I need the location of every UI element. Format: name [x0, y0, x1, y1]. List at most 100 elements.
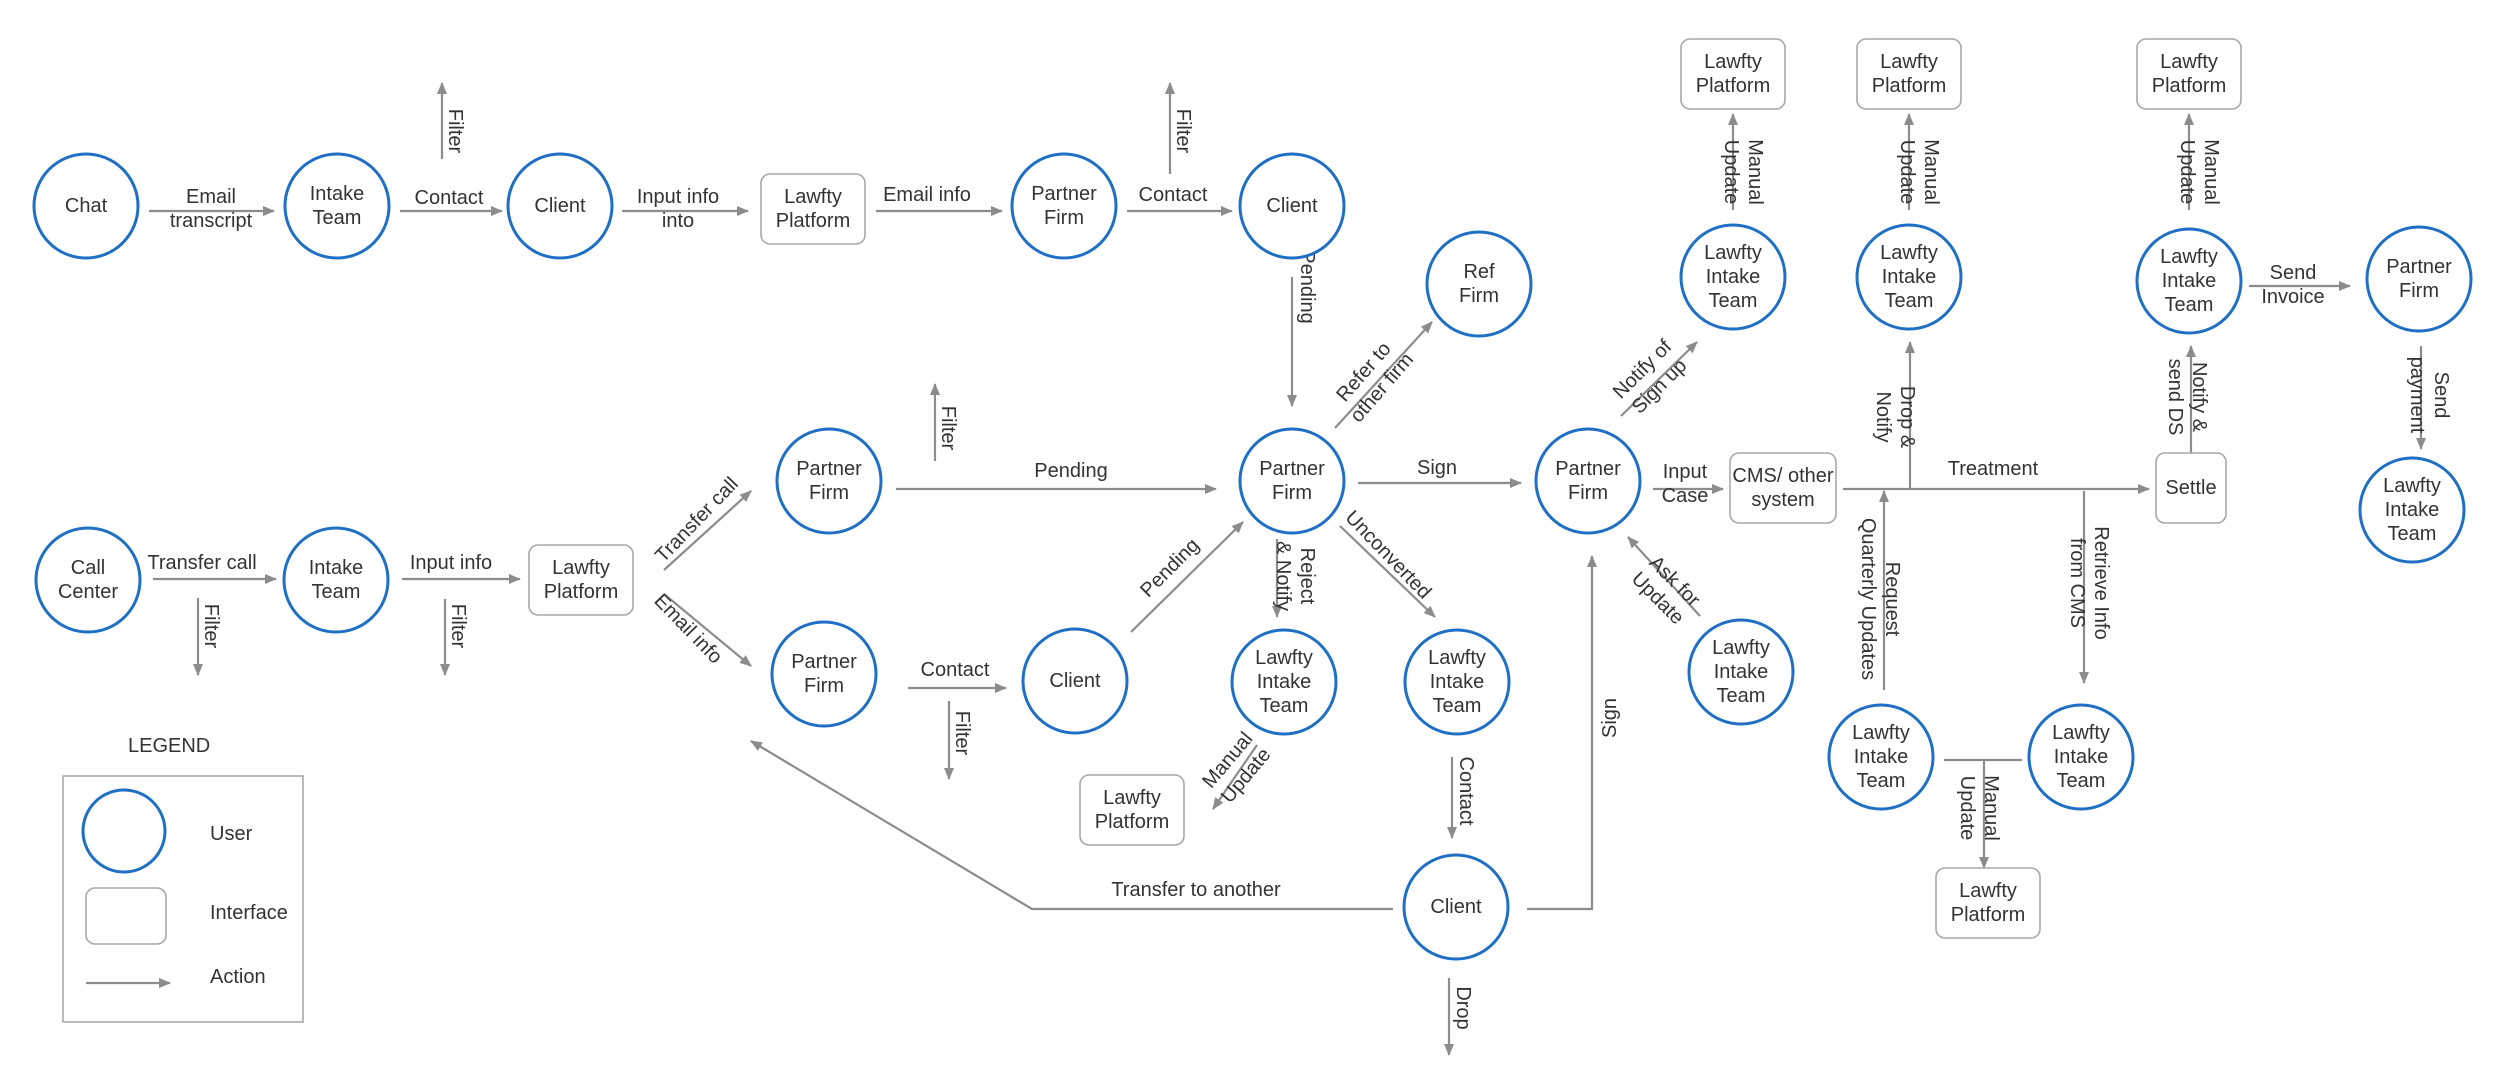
user-circle — [1855, 223, 1963, 331]
node-label: Client — [534, 195, 586, 217]
node-client4: Client — [1402, 853, 1510, 961]
edge-arrow — [1212, 744, 1258, 810]
interface-box — [528, 544, 634, 616]
edge-label: ManualUpdate — [1720, 139, 1766, 205]
edge-treat-lit5: Drop &Notify — [1872, 341, 1918, 489]
edge-client2-partnerCenter: Pending — [1287, 250, 1318, 407]
edge-partnerCenter-lit2: Unconverted — [1339, 507, 1436, 618]
node-client2: Client — [1238, 152, 1346, 260]
user-circle — [1010, 152, 1118, 260]
edge-lit8-treat: RequestQuarterly Updates — [1857, 490, 1903, 690]
edge-arrow — [663, 490, 752, 571]
node-client1: Client — [506, 152, 614, 260]
edge-label: Filter — [444, 109, 466, 154]
edge-lit3-partnerSign: Ask forUpdate — [1627, 536, 1705, 629]
edge-partnerCenter-ref: Refer toother firm — [1332, 321, 1433, 429]
legend-title: LEGEND — [128, 735, 210, 757]
user-circle — [1402, 853, 1510, 961]
user-circle — [2365, 225, 2473, 333]
edge-partner2-filter: Filter — [930, 383, 959, 461]
edge-arrow — [1527, 555, 1597, 911]
edge-settle-lit6: Notify &send DS — [2164, 345, 2210, 454]
edge-partnerCenter-lit1: Reject& Notify — [1272, 539, 1318, 618]
edge-label: Pending — [1136, 534, 1203, 601]
edge-lit5-platform5: ManualUpdate — [1896, 113, 1942, 210]
edge-label: Filter — [1172, 109, 1194, 154]
user-circle — [1687, 618, 1795, 726]
user-circle — [1238, 427, 1346, 535]
legend: LEGEND User Interface Action — [62, 735, 304, 1023]
edge-lit2-client4: Contact — [1447, 757, 1477, 839]
edge-arrow — [1339, 525, 1436, 618]
edge-intake2-filter: Filter — [440, 599, 469, 676]
edge-label: Filter — [951, 711, 973, 756]
edge-label: Reject& Notify — [1272, 541, 1318, 611]
edge-label: Notify &send DS — [2164, 359, 2210, 436]
legend-user-symbol — [81, 788, 167, 874]
interface-box — [1079, 774, 1185, 846]
user-circle — [282, 526, 390, 634]
edge-label: Treatment — [1948, 458, 2039, 480]
edge-arrow — [1130, 521, 1244, 633]
interface-box — [1935, 867, 2041, 939]
interface-box — [2136, 38, 2242, 110]
edge-arrow — [750, 740, 1393, 911]
edge-intake1-client1: Contact — [400, 187, 503, 216]
user-circle — [2358, 456, 2466, 564]
node-label: Chat — [65, 195, 108, 217]
edge-label: Transfer call — [147, 552, 256, 574]
edge-arrow — [1334, 321, 1433, 429]
user-circle — [1679, 223, 1787, 331]
edge-partner3-filter: Filter — [944, 701, 973, 780]
user-circle — [770, 620, 878, 728]
edge-label: Email info — [883, 184, 971, 206]
edge-label: Contact — [415, 187, 484, 209]
interface-box — [760, 173, 866, 245]
node-chat: Chat — [32, 152, 140, 260]
edge-label: ManualUpdate — [1198, 728, 1275, 808]
edge-label: Contact — [1139, 184, 1208, 206]
user-circle — [2027, 703, 2135, 811]
edge-label: ManualUpdate — [2176, 139, 2222, 205]
edge-label: Sendpayment — [2406, 357, 2452, 434]
edge-label: Input info — [410, 552, 492, 574]
edge-label: Notify ofSign up — [1609, 335, 1694, 420]
user-circle — [1425, 230, 1533, 338]
